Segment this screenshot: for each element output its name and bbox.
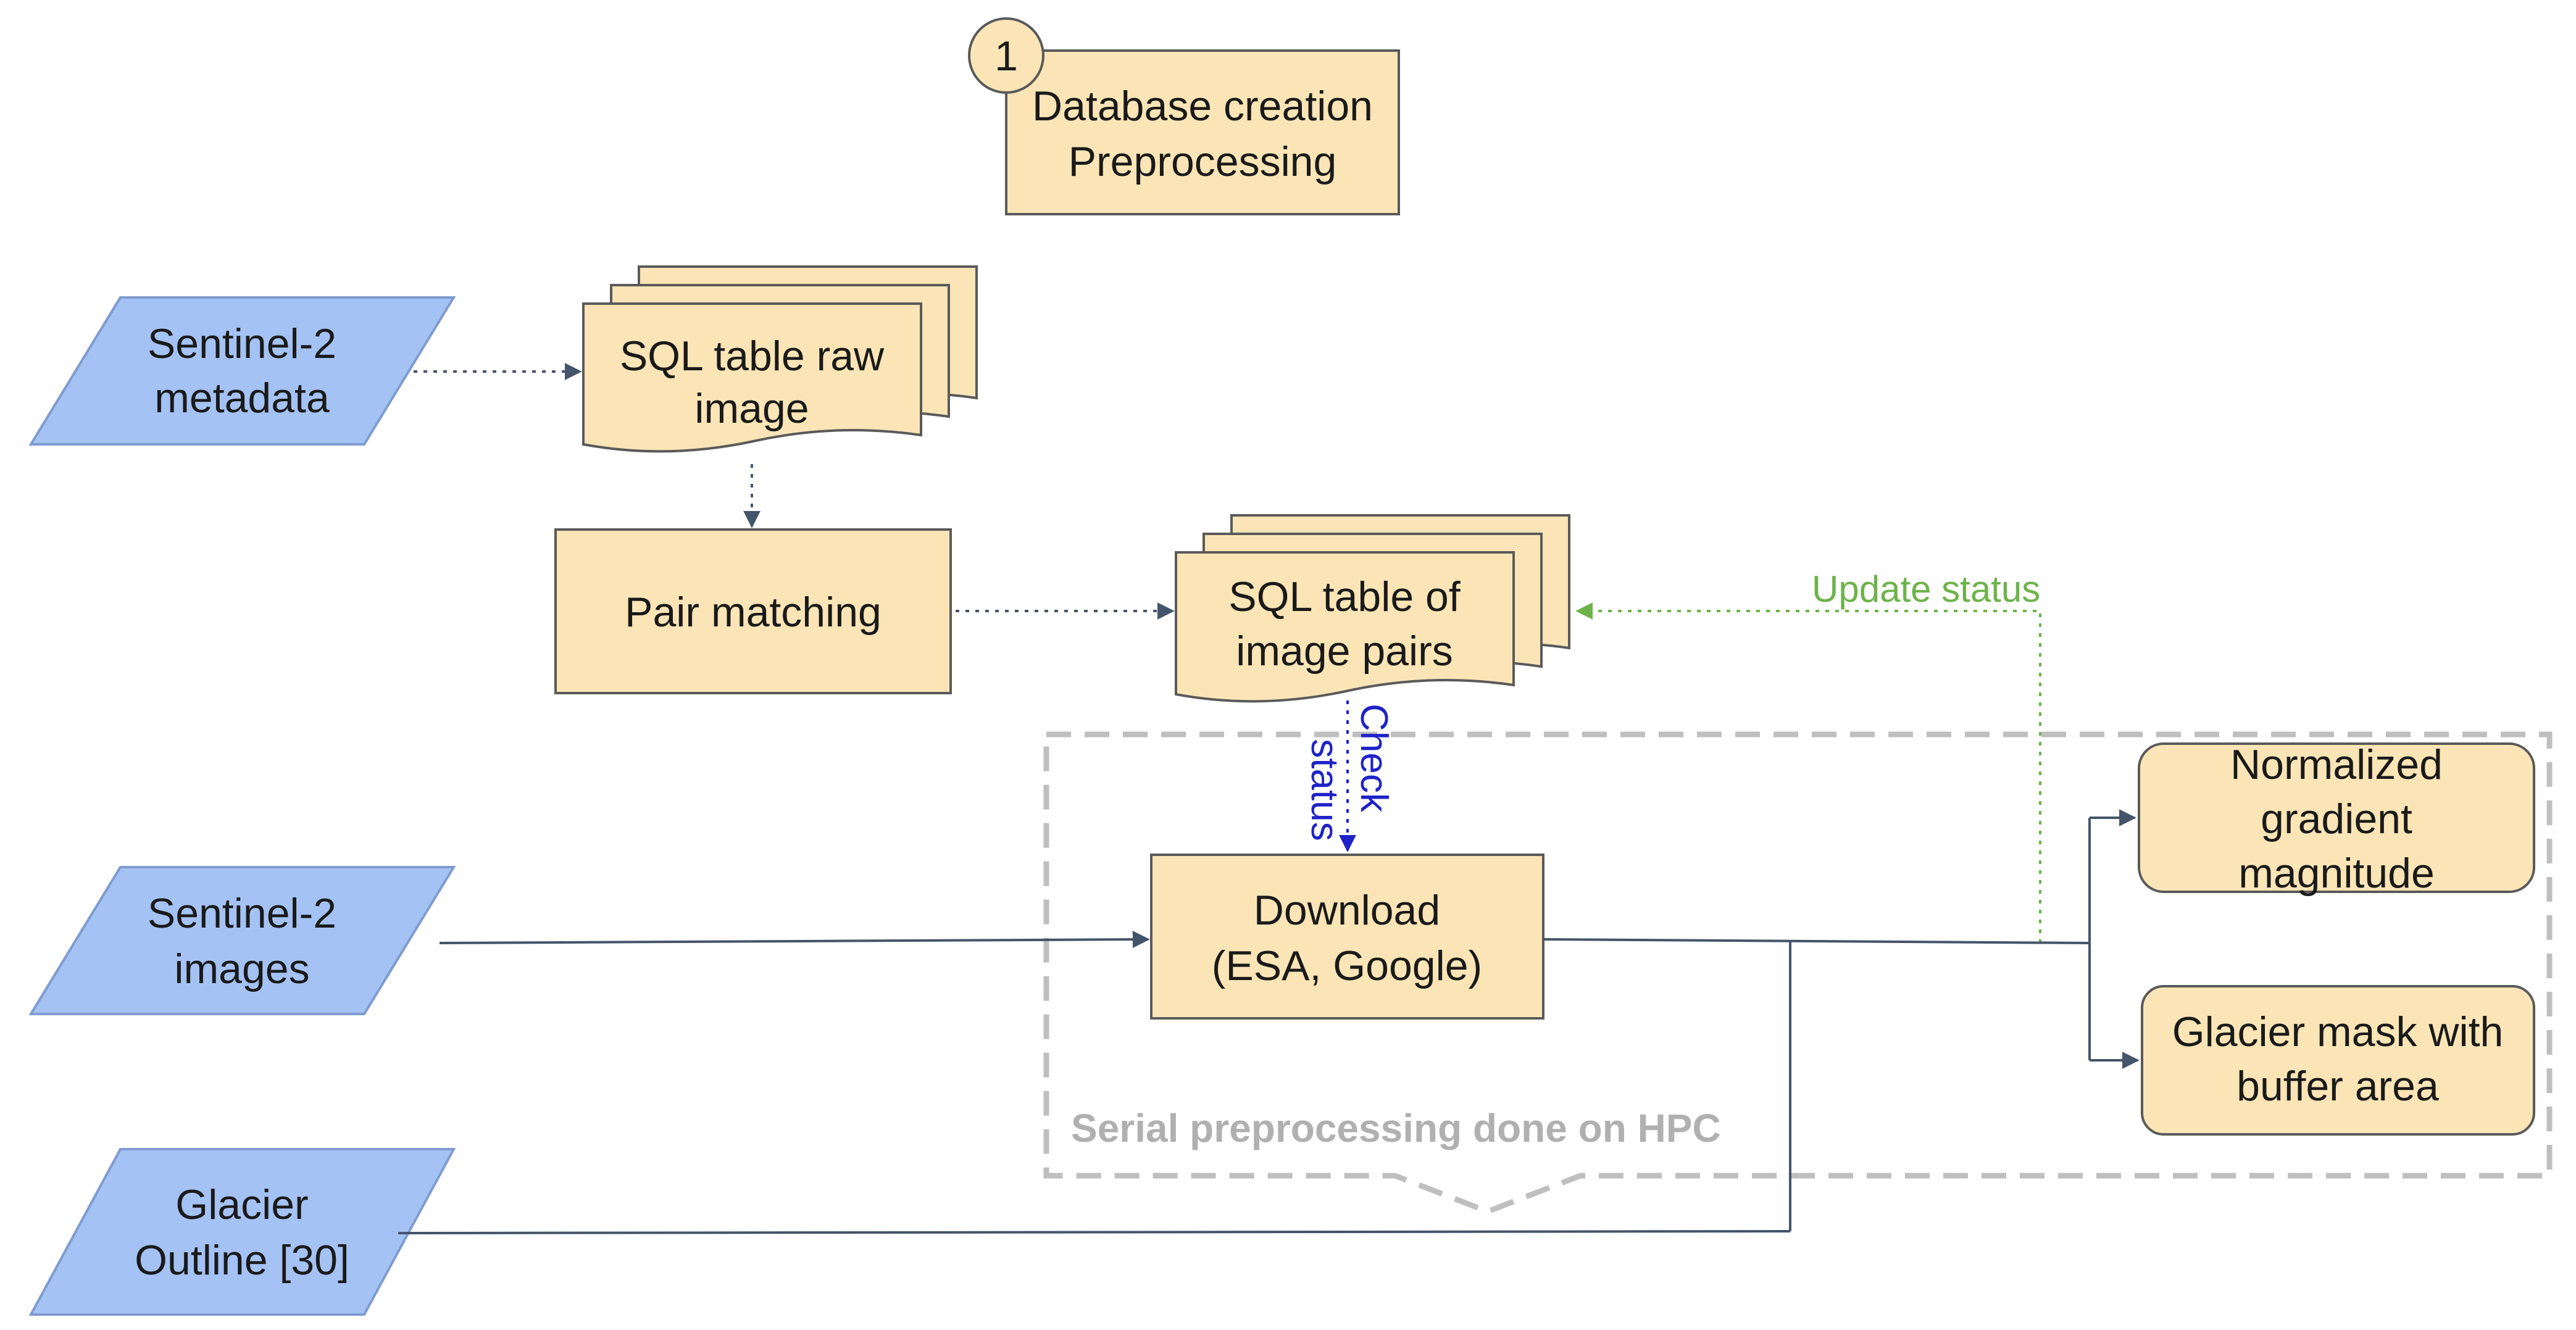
input-sentinel2-metadata <box>28 296 456 446</box>
hpc-region-label: Serial preprocessing done on HPC <box>1071 1106 1721 1150</box>
output-gradient-line3: magnitude <box>2238 850 2435 897</box>
input-metadata-line1: Sentinel-2 <box>148 320 336 367</box>
hpc-region-border <box>1043 731 2553 1215</box>
output-glacier-mask <box>2141 985 2535 1136</box>
sql-pairs-line1: SQL table of <box>1228 573 1461 620</box>
input-outline-line1: Glacier <box>175 1181 308 1228</box>
input-outline-line2: Outline [30] <box>135 1237 349 1284</box>
step-badge <box>968 17 1044 94</box>
header-box-line1: Database creation <box>1032 83 1373 130</box>
pair-matching-label: Pair matching <box>625 589 882 636</box>
download-line2: (ESA, Google) <box>1212 942 1482 989</box>
update-status-label: Update status <box>1812 568 2040 610</box>
sql-raw-line1: SQL table raw <box>620 333 885 380</box>
download-line1: Download <box>1254 887 1440 934</box>
check-status-word2: status <box>1303 739 1346 841</box>
output-gradient-line2: gradient <box>2261 796 2412 842</box>
sql-pairs-line2: image pairs <box>1236 628 1453 675</box>
output-gradient-line1: Normalized <box>2230 741 2443 788</box>
header-box-line2: Preprocessing <box>1069 138 1337 185</box>
input-images-line1: Sentinel-2 <box>148 890 336 937</box>
header-box <box>1005 49 1400 215</box>
sql-table-image-pairs <box>1175 514 1570 703</box>
input-glacier-outline <box>28 1148 456 1316</box>
arrow-images-to-download <box>439 931 1150 949</box>
step-badge-number: 1 <box>994 33 1018 80</box>
output-normalized-gradient <box>2138 742 2535 893</box>
check-status-word1: Check <box>1353 704 1395 813</box>
output-mask-line1: Glacier mask with <box>2172 1008 2504 1055</box>
line-download-to-split <box>1543 938 2090 944</box>
sql-table-raw-image <box>582 265 978 453</box>
line-outline-to-junction <box>398 1230 1791 1234</box>
arrow-update-status <box>1575 602 2041 943</box>
output-mask-line2: buffer area <box>2236 1063 2439 1110</box>
pair-matching-box <box>554 528 952 694</box>
input-sentinel2-images <box>28 866 456 1015</box>
input-metadata-line2: metadata <box>154 375 330 422</box>
download-box <box>1150 854 1544 1020</box>
sql-raw-line2: image <box>694 385 809 432</box>
input-images-line2: images <box>174 946 309 992</box>
